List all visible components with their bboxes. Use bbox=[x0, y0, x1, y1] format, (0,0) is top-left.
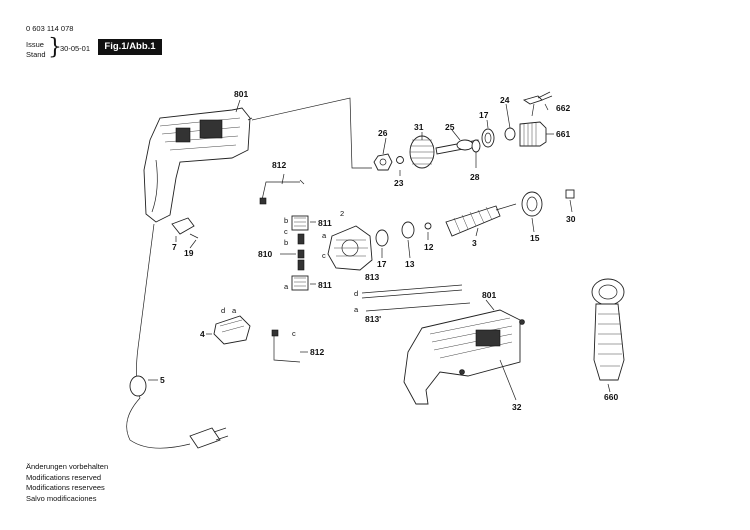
callout-801-bottom: 801 bbox=[482, 290, 496, 300]
callout-812-bottom: 812 bbox=[310, 347, 324, 357]
callout-5: 5 bbox=[160, 375, 165, 385]
brush-holder-drawing bbox=[291, 215, 309, 291]
stand-label: Stand bbox=[26, 50, 46, 59]
assembly-guide-line-801 bbox=[251, 97, 372, 169]
callout-801-top: 801 bbox=[234, 89, 248, 99]
letter-b-brush-mid: b bbox=[284, 238, 288, 247]
issue-date: 30-05-01 bbox=[60, 44, 91, 53]
callout-12: 12 bbox=[424, 242, 434, 252]
callout-17-top: 17 bbox=[479, 110, 489, 120]
power-cord-drawing bbox=[126, 223, 229, 449]
callout-19: 19 bbox=[184, 248, 194, 258]
callout-30: 30 bbox=[566, 214, 576, 224]
callout-7: 7 bbox=[172, 242, 177, 252]
callout-3: 3 bbox=[472, 238, 477, 248]
cable-813-drawing bbox=[361, 284, 471, 312]
gear-train-drawing bbox=[373, 91, 553, 171]
callout-15: 15 bbox=[530, 233, 540, 243]
housing-half-top-drawing bbox=[143, 107, 253, 223]
callout-811-top: 811 bbox=[318, 218, 332, 228]
callout-661: 661 bbox=[556, 129, 570, 139]
letter-a-stator: a bbox=[322, 231, 327, 240]
issue-label: Issue bbox=[26, 40, 44, 49]
notes-block: Änderungen vorbehalten Modifications res… bbox=[26, 462, 108, 504]
callout-31: 31 bbox=[414, 122, 424, 132]
cable-812-upper-drawing bbox=[259, 179, 305, 205]
callout-813-bottom: 813' bbox=[365, 314, 381, 324]
letter-c-brush-top: c bbox=[284, 227, 288, 236]
letter-c-cable-lower: c bbox=[292, 329, 296, 338]
callout-662: 662 bbox=[556, 103, 570, 113]
housing-half-bottom-drawing bbox=[403, 309, 525, 405]
callout-32: 32 bbox=[512, 402, 522, 412]
letter-c-brush-bottom: a bbox=[284, 282, 289, 291]
auxiliary-handle-drawing bbox=[591, 278, 625, 381]
letter-b-brush-top: b bbox=[284, 216, 288, 225]
note-line: Änderungen vorbehalten bbox=[26, 462, 109, 471]
note-line: Salvo modificaciones bbox=[26, 493, 97, 503]
switch-and-cable-lower-drawing bbox=[213, 315, 301, 363]
letter-d-cable: d bbox=[354, 289, 358, 298]
document-number: 0 603 114 078 bbox=[26, 24, 74, 33]
letter-a-switch: a bbox=[232, 306, 237, 315]
note-line: Modifications reservees bbox=[26, 483, 105, 492]
letter-d-switch: d bbox=[221, 306, 225, 315]
callout-812-top: 812 bbox=[272, 160, 286, 170]
letter-c-stator: c bbox=[322, 251, 326, 260]
switch-fastener-drawing bbox=[171, 217, 199, 239]
callout-813-top: 813 bbox=[365, 272, 379, 282]
callout-28: 28 bbox=[470, 172, 480, 182]
callout-660: 660 bbox=[604, 392, 618, 402]
armature-assembly-drawing bbox=[375, 189, 575, 247]
callout-23: 23 bbox=[394, 178, 404, 188]
letter-a-cable: a bbox=[354, 305, 359, 314]
callout-17-mid: 17 bbox=[377, 259, 387, 269]
callout-4: 4 bbox=[200, 329, 205, 339]
callout-25: 25 bbox=[445, 122, 455, 132]
callout-13: 13 bbox=[405, 259, 415, 269]
field-housing-drawing bbox=[327, 225, 373, 271]
callout-24: 24 bbox=[500, 95, 510, 105]
callout-811-bottom: 811 bbox=[318, 280, 332, 290]
note-line: Modifications reserved bbox=[26, 472, 102, 482]
callout-810: 810 bbox=[258, 249, 272, 259]
brace-glyph: } bbox=[48, 35, 62, 60]
figure-label: Fig.1/Abb.1 bbox=[98, 39, 162, 55]
callout-2: 2 bbox=[340, 209, 344, 218]
callout-26: 26 bbox=[378, 128, 388, 138]
leader-lines bbox=[148, 99, 611, 401]
